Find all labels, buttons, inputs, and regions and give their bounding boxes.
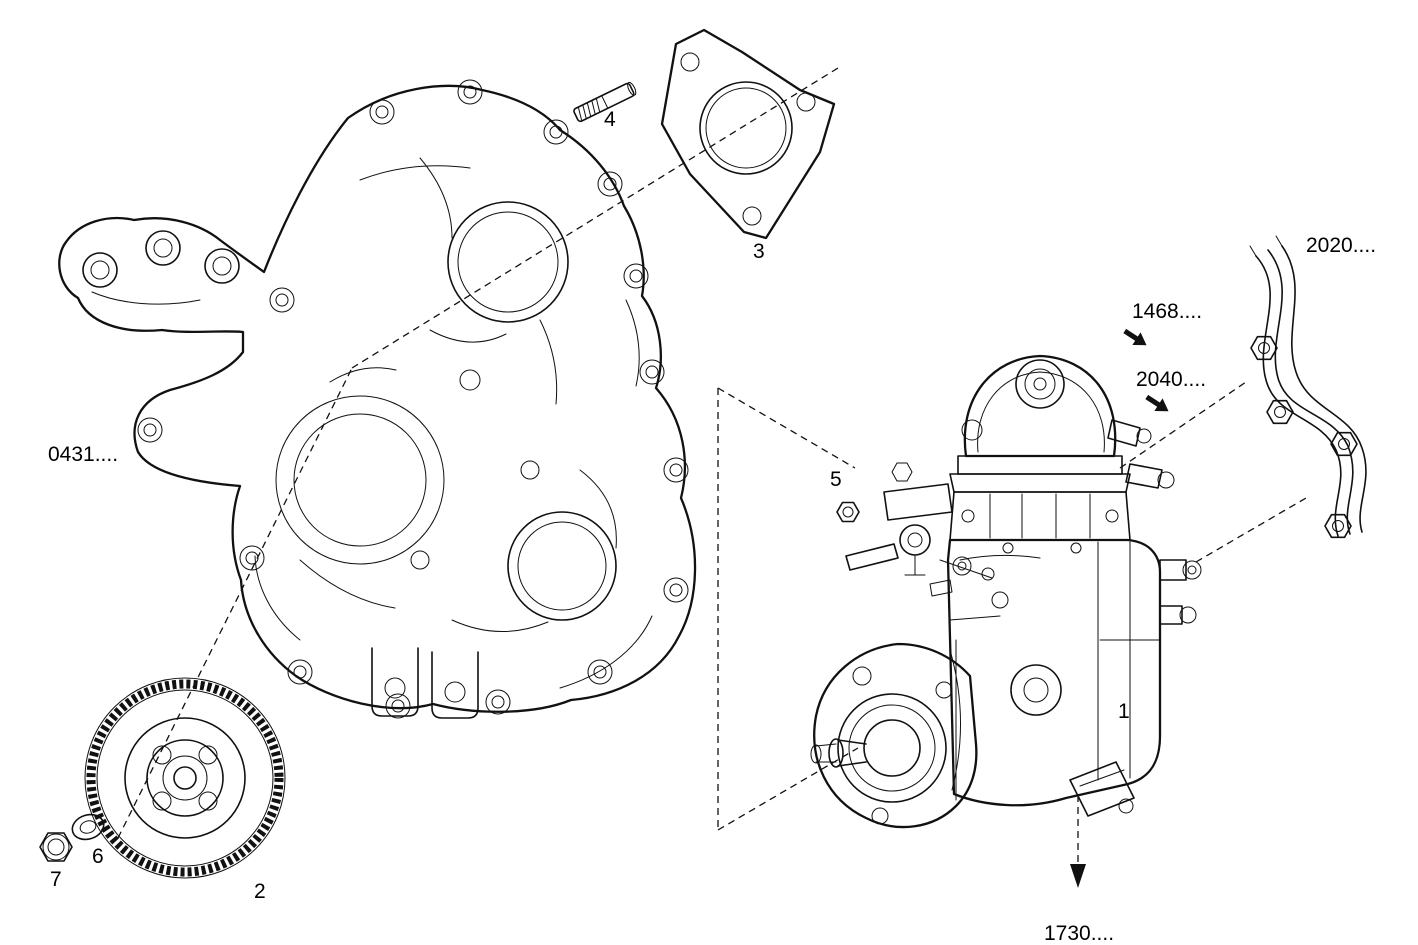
gasket-bolt-hole — [796, 92, 816, 112]
ref-1730: 1730.... — [1044, 922, 1115, 945]
pump-lever-cluster — [845, 462, 995, 597]
dome-cap — [1015, 359, 1065, 409]
shaft-nut — [836, 501, 860, 523]
callout-4: 4 — [604, 108, 616, 131]
dome-side-fitting — [1107, 419, 1141, 447]
stud — [573, 81, 637, 123]
callout-5: 5 — [830, 468, 842, 491]
gear-web — [124, 717, 246, 839]
cover-chamber-rim — [275, 395, 445, 565]
pump-upper-housing — [949, 491, 1131, 541]
callout-1: 1 — [1118, 700, 1130, 723]
pump-inlet-stub — [1125, 463, 1163, 489]
callout-6: 6 — [92, 845, 104, 868]
cover-mounting-feet — [371, 647, 479, 719]
pump-delivery-fittings — [1125, 463, 1202, 625]
down-arrow-icon — [1070, 864, 1086, 888]
callout-2: 2 — [254, 880, 266, 903]
gasket — [660, 28, 836, 240]
cover-lower-opening — [507, 511, 617, 621]
gear-bore — [173, 766, 197, 790]
injection-pump — [810, 354, 1202, 829]
pump-projection-upper-line — [717, 387, 856, 469]
gear-teeth — [86, 679, 284, 877]
pump-shaft-hub — [863, 719, 921, 777]
callout-7: 7 — [50, 868, 62, 891]
pump-pipe-leader-upper — [1119, 381, 1247, 469]
washer — [71, 813, 105, 841]
ref-0431: 0431.... — [48, 443, 119, 466]
ref-1468-arrow-icon — [1123, 328, 1147, 346]
pump-lower-fitting — [1069, 761, 1135, 817]
gear-root-circle — [96, 689, 274, 867]
cover-bolt-holes — [137, 79, 689, 719]
pump-shaft-tip — [810, 744, 822, 764]
gasket-bolt-hole — [742, 206, 762, 226]
pump-governor-dome — [949, 354, 1152, 493]
timing-case-cover — [58, 79, 697, 719]
gasket-center-hole — [699, 81, 793, 175]
ref-1468: 1468.... — [1132, 300, 1203, 323]
ref-arrows — [1123, 328, 1169, 412]
gasket-bolt-hole — [680, 52, 700, 72]
gear-tip-circle — [84, 677, 286, 879]
fuel-pipes — [1249, 235, 1367, 539]
ref-2040-arrow-icon — [1145, 394, 1169, 412]
pipe-union-nuts — [1250, 335, 1358, 539]
gear-alignment-line — [117, 367, 353, 839]
gear-hub — [146, 739, 224, 817]
pump-drive-flange — [810, 639, 978, 829]
drive-gear — [84, 677, 286, 879]
pump-bracket-plate — [845, 543, 899, 571]
cover-upper-opening — [447, 201, 569, 323]
pump-inspection-plug — [1010, 664, 1062, 716]
pump-pipe-leader-lower — [1195, 497, 1307, 563]
ref-2020: 2020.... — [1306, 234, 1377, 257]
assembly-dashed-lines — [117, 67, 1307, 888]
ref-2040: 2040.... — [1136, 368, 1207, 391]
cover-arm-bosses — [82, 230, 240, 305]
gear-hub-holes — [152, 745, 218, 811]
pump-projection-lower-line — [717, 747, 859, 831]
cover-ribs — [254, 157, 653, 689]
callout-3: 3 — [753, 240, 765, 263]
gear-nut — [39, 832, 73, 862]
cover-outline — [58, 84, 697, 713]
pump-body — [946, 538, 1162, 807]
